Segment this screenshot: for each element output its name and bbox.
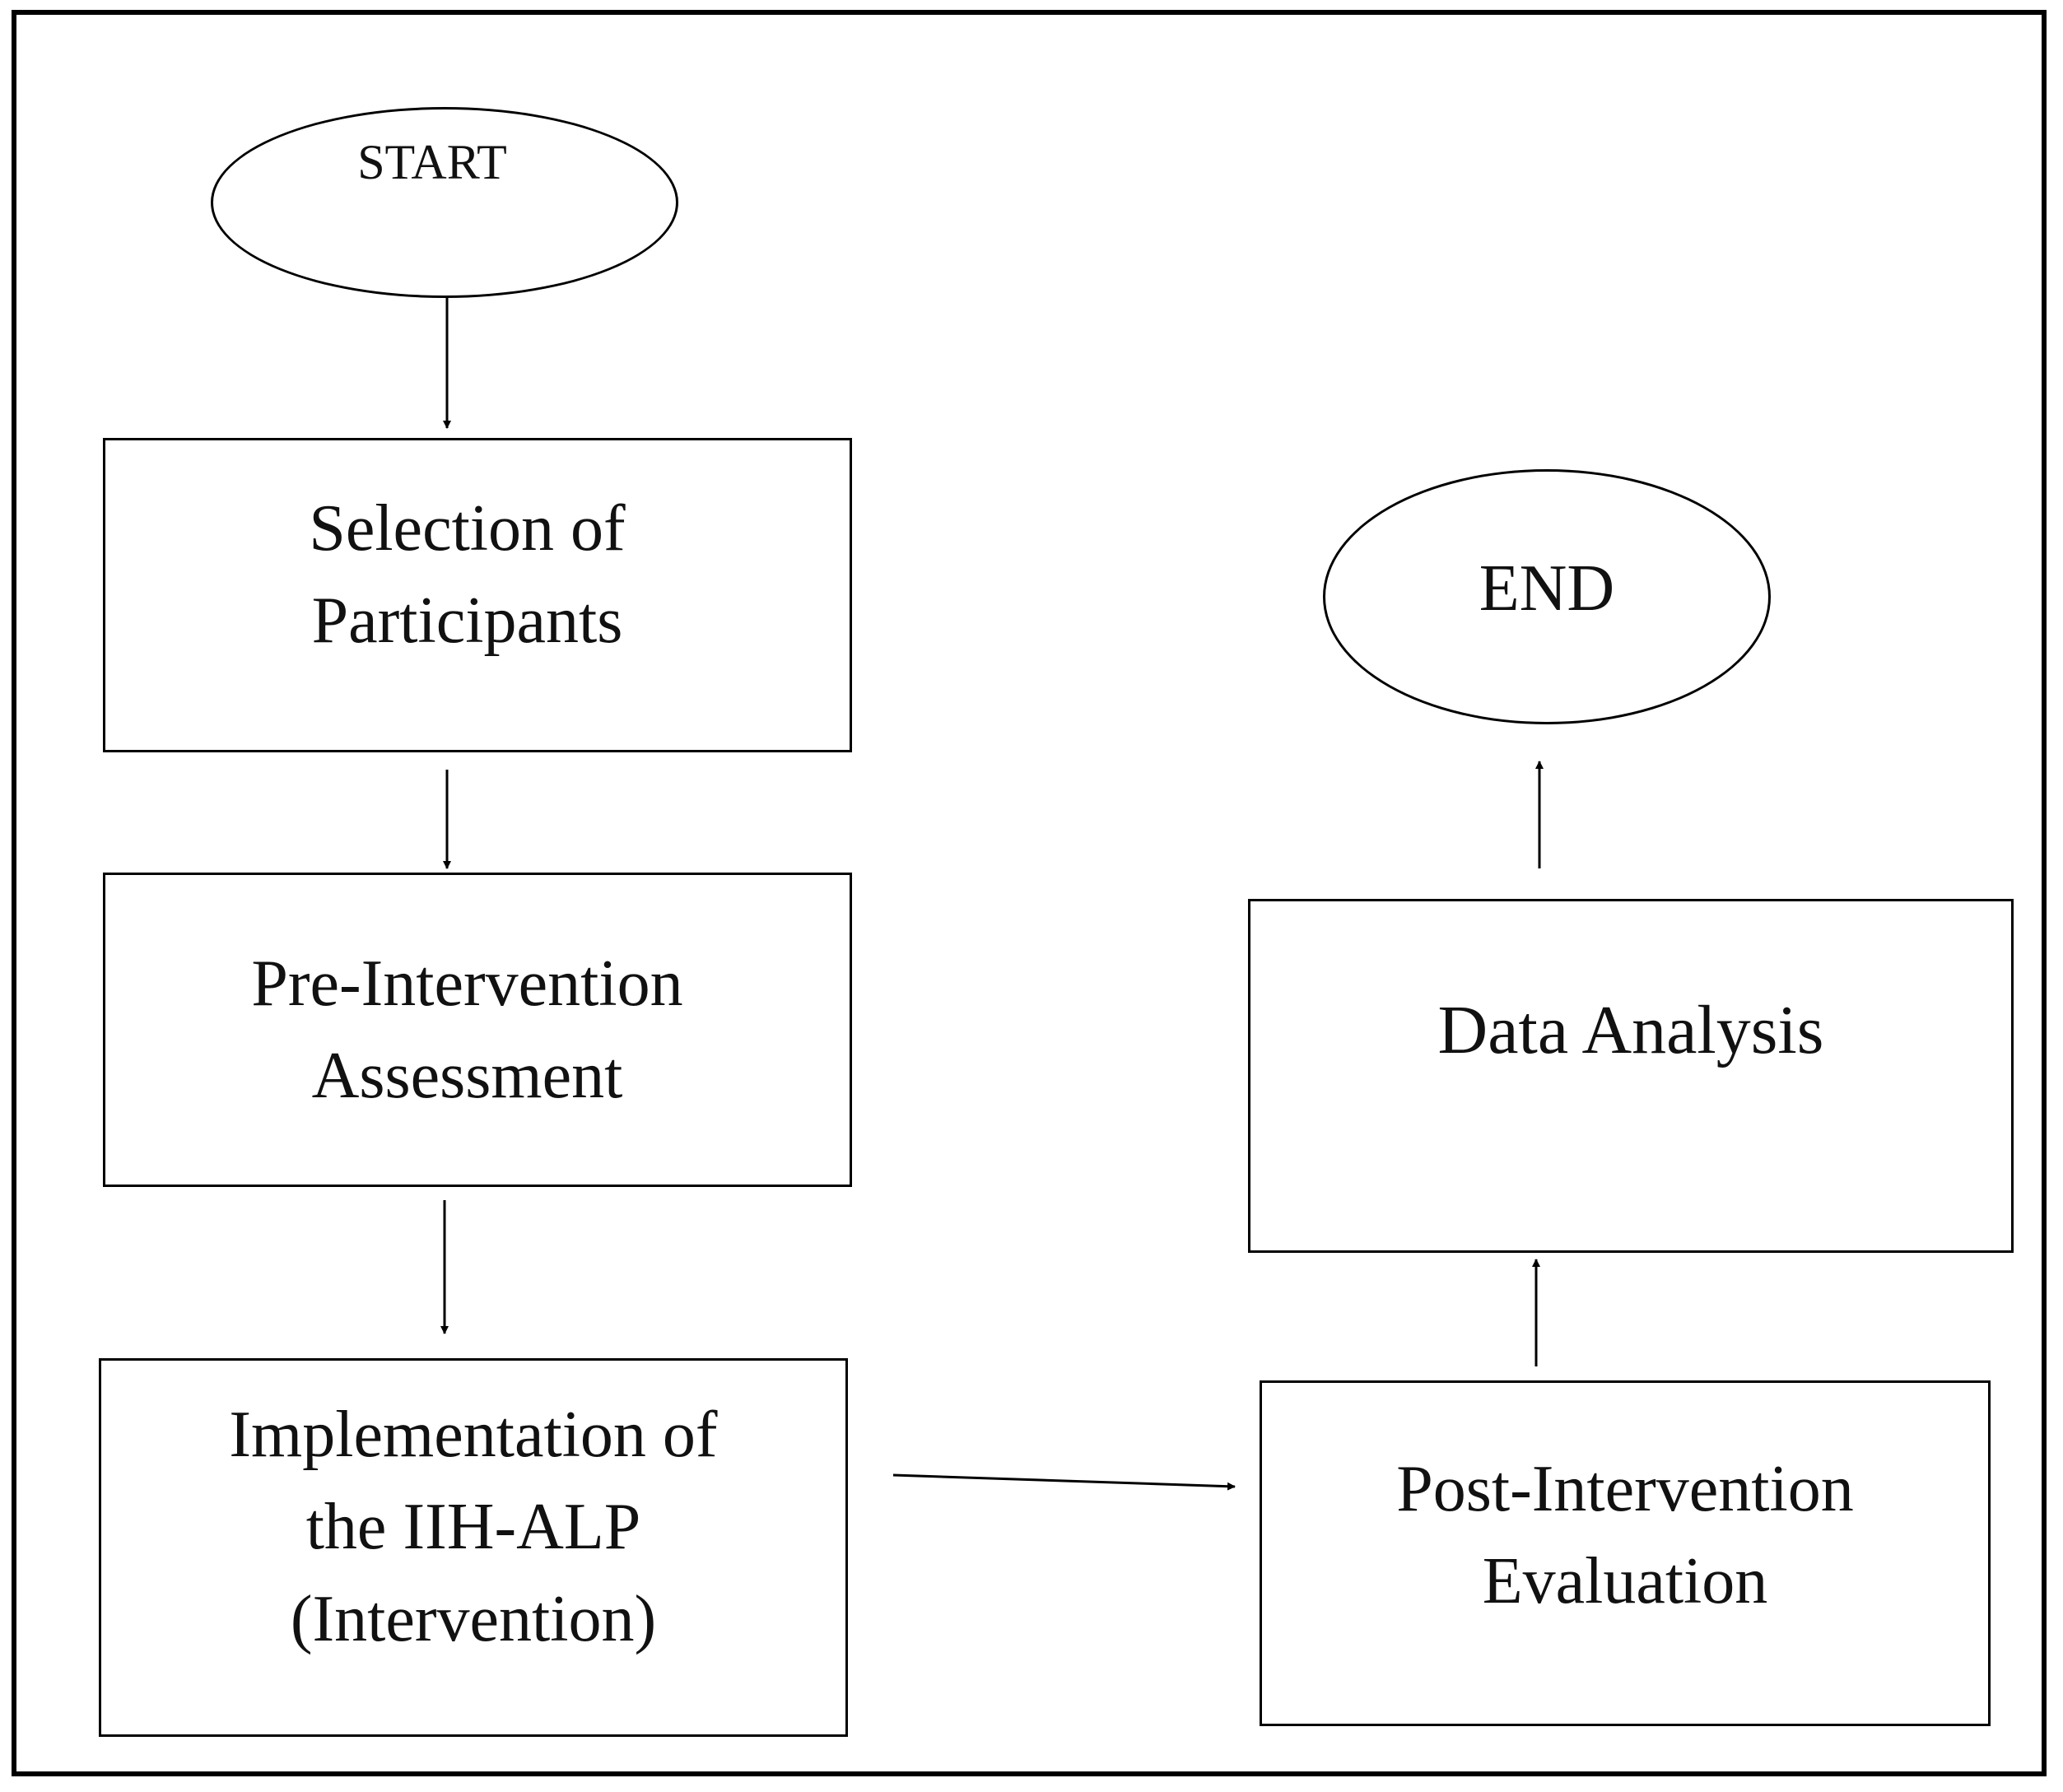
arrow-implementation-to-post (892, 1473, 1236, 1491)
implementation-box: Implementation of the IIH-ALP (Intervent… (99, 1358, 848, 1737)
start-node: START (211, 107, 678, 298)
implementation-label-line-2: the IIH-ALP (305, 1491, 641, 1563)
end-label: END (1479, 552, 1615, 625)
post-intervention-evaluation-label: Post-Intervention Evaluation (1396, 1443, 1853, 1627)
post-label-line-2: Evaluation (1482, 1544, 1768, 1617)
start-label: START (357, 135, 507, 189)
post-label-line-1: Post-Intervention (1396, 1452, 1854, 1525)
data-analysis-label: Data Analysis (1437, 992, 1824, 1068)
post-intervention-evaluation-box: Post-Intervention Evaluation (1260, 1380, 1991, 1726)
selection-of-participants-label: Selection of Participants (309, 482, 625, 667)
pre-label-line-2: Assessment (311, 1040, 623, 1112)
selection-label-line-1: Selection of (309, 492, 626, 565)
pre-intervention-assessment-box: Pre-Intervention Assessment (103, 873, 852, 1187)
pre-intervention-assessment-label: Pre-Intervention Assessment (251, 938, 682, 1122)
pre-label-line-1: Pre-Intervention (251, 947, 683, 1020)
selection-label-line-2: Participants (311, 584, 623, 657)
selection-of-participants-box: Selection of Participants (103, 438, 852, 752)
data-analysis-box: Data Analysis (1248, 899, 2014, 1253)
implementation-label-line-3: (Intervention) (290, 1583, 657, 1655)
implementation-label-line-1: Implementation of (229, 1399, 718, 1471)
end-node: END (1323, 469, 1771, 724)
implementation-label: Implementation of the IIH-ALP (Intervent… (229, 1389, 717, 1665)
diagram-frame (12, 10, 2047, 1776)
